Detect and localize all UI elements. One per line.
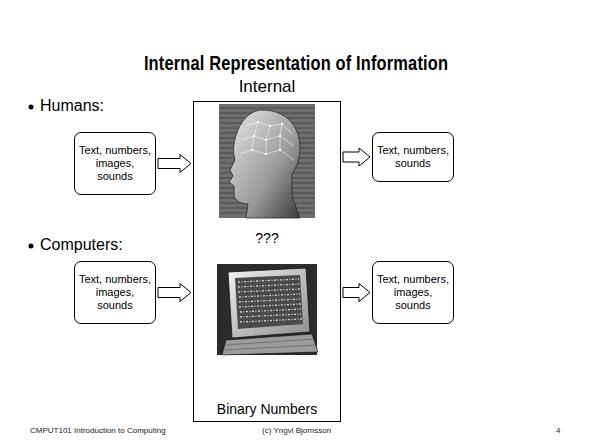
internal-frame: Internal???Binary Numbers	[193, 101, 341, 422]
image-caption: ???	[194, 230, 340, 246]
page-number: 4	[556, 426, 560, 435]
block-arrow	[343, 284, 370, 302]
input-box: Text, numbers, images, sounds	[74, 261, 156, 324]
output-box: Text, numbers, images, sounds	[372, 261, 454, 324]
frame-heading: Internal	[194, 77, 340, 97]
block-arrow	[343, 148, 370, 166]
box-text: Text, numbers, images, sounds	[78, 273, 152, 313]
bullet-text: Humans:	[40, 97, 104, 115]
input-box: Text, numbers, images, sounds	[74, 132, 156, 195]
footer-text: CMPUT101 Introduction to Computing	[30, 426, 166, 435]
box-text: Text, numbers, sounds	[376, 144, 450, 170]
output-box: Text, numbers, sounds	[372, 132, 454, 182]
footer-text: (c) Yngvi Bjornsson	[262, 426, 331, 435]
block-arrow	[158, 155, 191, 173]
bullet	[29, 244, 34, 249]
box-text: Text, numbers, images, sounds	[376, 273, 450, 313]
bullet	[29, 105, 34, 110]
bullet-text: Computers:	[40, 236, 123, 254]
block-arrow	[158, 284, 191, 302]
head-image	[219, 104, 315, 218]
image-caption: Binary Numbers	[194, 401, 340, 417]
box-text: Text, numbers, images, sounds	[78, 144, 152, 184]
computer-image	[217, 264, 318, 355]
slide-title: Internal Representation of Information	[53, 52, 538, 75]
